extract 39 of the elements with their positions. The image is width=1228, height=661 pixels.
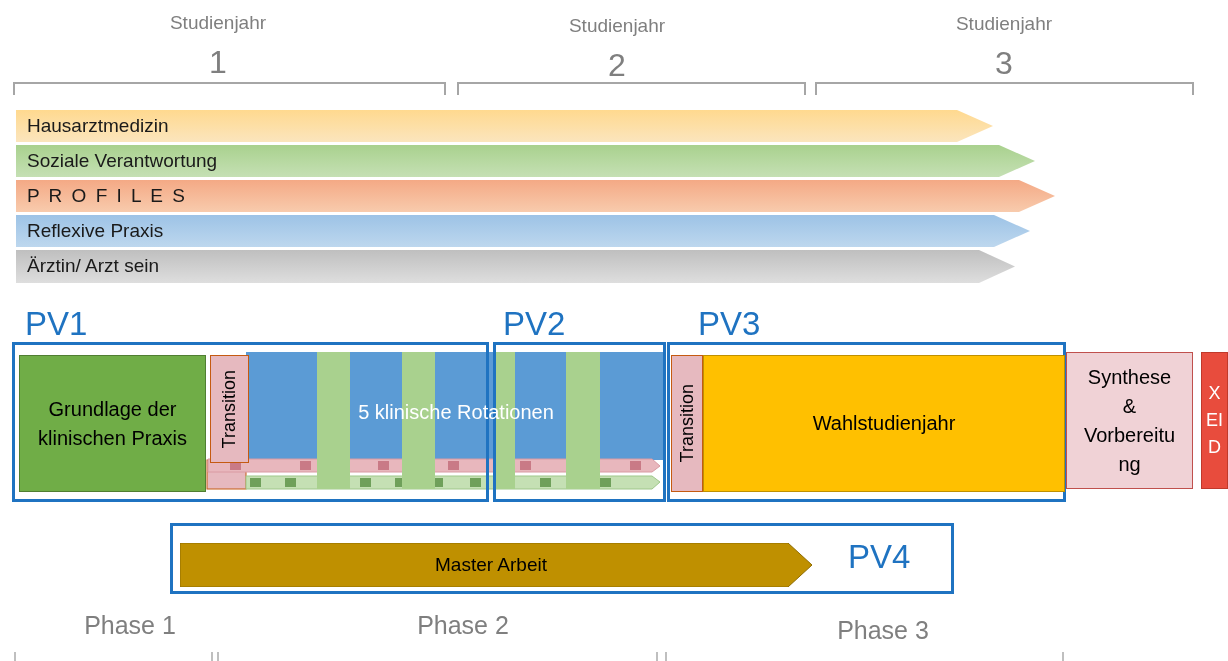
- module-label: Synthese & Vorbereitung: [1083, 364, 1176, 477]
- year-label: Studienjahr: [568, 15, 666, 37]
- year-label: Studienjahr: [169, 12, 267, 34]
- module-label: Grundlage der klinischen Praxis: [37, 396, 188, 451]
- phase-label: Phase 2: [417, 611, 509, 640]
- year-number: 1: [209, 44, 227, 81]
- band-label: Hausarztmedizin: [27, 115, 169, 137]
- frame-heading: PV4: [848, 538, 911, 576]
- phase-frame: [170, 523, 954, 594]
- transition-label: Transition: [219, 369, 240, 449]
- rotation-label: 5 klinische Rotationen: [357, 401, 555, 424]
- transition-label: Transition: [676, 384, 698, 463]
- arrow-band: [16, 145, 1035, 177]
- transition-box: [210, 355, 249, 463]
- phase-label: Phase 3: [837, 616, 929, 645]
- module-label: Wahlstudienjahr: [812, 411, 956, 436]
- module-box: [703, 355, 1065, 492]
- module-box: [19, 355, 206, 492]
- year-number: 2: [608, 47, 626, 84]
- arrow-band: [16, 215, 1030, 247]
- frame-heading: PV3: [698, 305, 761, 343]
- band-label: Reflexive Praxis: [27, 220, 164, 242]
- module-label: XEID: [1205, 382, 1224, 459]
- transition-box: [671, 355, 703, 492]
- exam-box: [1201, 352, 1228, 489]
- frame-heading: PV1: [25, 305, 88, 343]
- arrow-band: [16, 110, 993, 142]
- arrow-band: [16, 250, 1015, 283]
- band-label: Soziale Verantwortung: [27, 150, 218, 172]
- year-label: Studienjahr: [955, 13, 1053, 35]
- band-label: Ärztin/ Arzt sein: [27, 255, 159, 277]
- band-label: P R O F I L E S: [27, 185, 187, 207]
- frame-heading: PV2: [503, 305, 566, 343]
- bar-label: Master Arbeit: [434, 554, 548, 576]
- arrow-band: [16, 180, 1055, 212]
- arrow-bar: [180, 543, 812, 587]
- module-box: [1066, 352, 1193, 489]
- phase-label: Phase 1: [84, 611, 176, 640]
- year-number: 3: [995, 45, 1013, 82]
